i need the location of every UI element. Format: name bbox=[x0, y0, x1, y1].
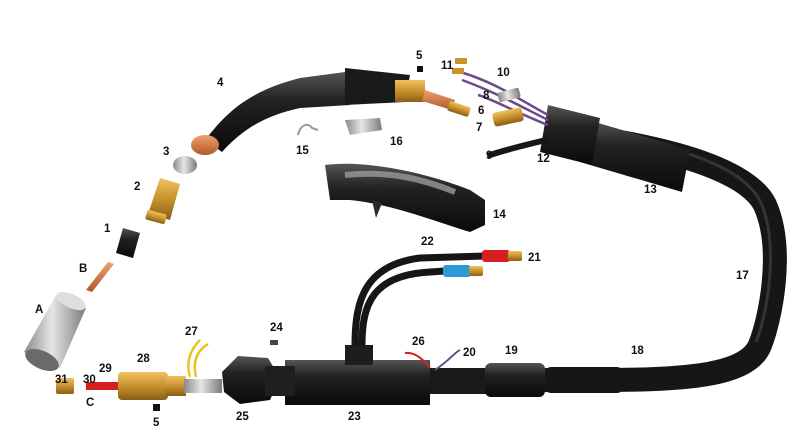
label-15: 15 bbox=[296, 145, 309, 157]
label-2: 2 bbox=[134, 181, 140, 193]
gas-diffuser-ring bbox=[173, 156, 197, 174]
label-C: C bbox=[86, 397, 94, 409]
label-10: 10 bbox=[497, 67, 510, 79]
label-12: 12 bbox=[537, 153, 550, 165]
gas-connector-fittings bbox=[452, 58, 524, 127]
central-connector bbox=[118, 372, 222, 400]
label-21: 21 bbox=[528, 252, 541, 264]
rear-hose-nut bbox=[485, 363, 545, 397]
contact-tip-holder bbox=[145, 178, 180, 224]
label-30: 30 bbox=[83, 374, 96, 386]
manifold-body bbox=[285, 345, 490, 405]
yellow-wires bbox=[187, 339, 209, 378]
trigger-spring bbox=[297, 123, 319, 136]
label-18: 18 bbox=[631, 345, 644, 357]
label-19: 19 bbox=[505, 345, 518, 357]
handle-shell bbox=[325, 163, 485, 232]
label-1: 1 bbox=[104, 223, 111, 235]
label-B: B bbox=[79, 263, 87, 275]
label-4: 4 bbox=[217, 77, 224, 89]
label-3: 3 bbox=[163, 146, 169, 158]
trigger bbox=[345, 118, 382, 135]
contact-tip bbox=[86, 262, 114, 292]
label-7: 7 bbox=[476, 122, 482, 134]
handle-rear-nut bbox=[540, 105, 600, 165]
label-A: A bbox=[35, 304, 43, 316]
small-screw bbox=[270, 340, 278, 345]
rear-strain-relief bbox=[580, 120, 690, 192]
label-27: 27 bbox=[185, 326, 198, 338]
label-26: 26 bbox=[412, 336, 425, 348]
label-14: 14 bbox=[493, 209, 506, 221]
label-16: 16 bbox=[390, 136, 403, 148]
label-31: 31 bbox=[55, 374, 68, 386]
red-liner-tube bbox=[86, 382, 118, 390]
label-28: 28 bbox=[137, 353, 150, 365]
small-screw-top bbox=[417, 66, 423, 72]
water-hoses bbox=[351, 250, 522, 346]
label-24: 24 bbox=[270, 322, 283, 334]
callout-labels: 1 2 3 4 5 5 6 7 8 9 10 11 12 13 14 15 16… bbox=[35, 50, 749, 429]
label-9: 9 bbox=[486, 150, 492, 162]
label-5-bottom: 5 bbox=[153, 417, 160, 429]
gas-nozzle bbox=[24, 291, 86, 372]
front-connector-nut bbox=[222, 356, 295, 404]
label-22: 22 bbox=[421, 236, 434, 248]
label-5-top: 5 bbox=[416, 50, 423, 62]
small-screw-bottom bbox=[153, 404, 160, 411]
label-13: 13 bbox=[644, 184, 657, 196]
label-20: 20 bbox=[463, 347, 476, 359]
label-29: 29 bbox=[99, 363, 112, 375]
insulator bbox=[116, 228, 140, 258]
torch-neck bbox=[191, 68, 471, 155]
label-17: 17 bbox=[736, 270, 749, 282]
label-8: 8 bbox=[483, 90, 490, 102]
brass-nut bbox=[56, 378, 74, 394]
label-6: 6 bbox=[478, 105, 484, 117]
label-25: 25 bbox=[236, 411, 249, 423]
label-23: 23 bbox=[348, 411, 361, 423]
label-11: 11 bbox=[441, 60, 454, 72]
trigger-leads bbox=[404, 349, 461, 371]
corrugated-hose-section bbox=[545, 367, 623, 393]
